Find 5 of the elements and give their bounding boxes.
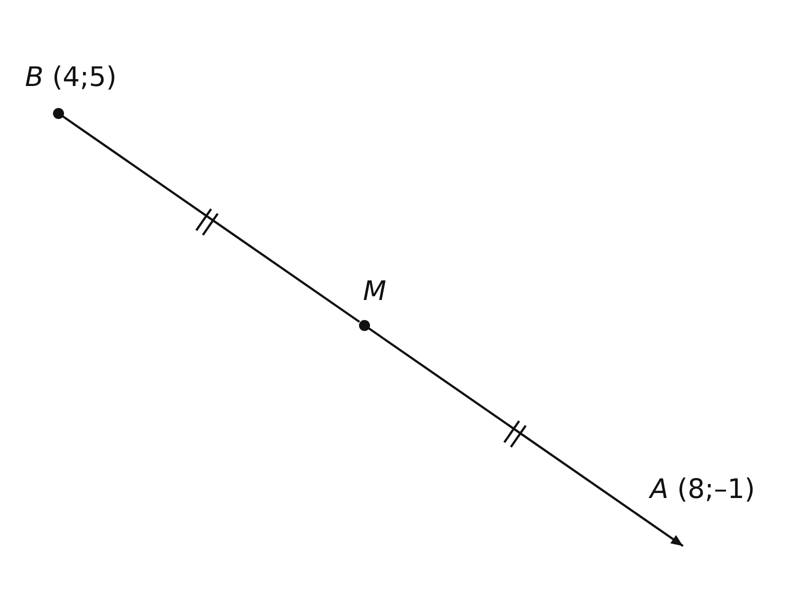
point-label: B (4;5) [25, 62, 117, 94]
point-label: M [363, 276, 386, 308]
point-label: A (8;–1) [650, 474, 756, 506]
line-segment [368, 327, 684, 547]
line-segment [62, 115, 360, 323]
